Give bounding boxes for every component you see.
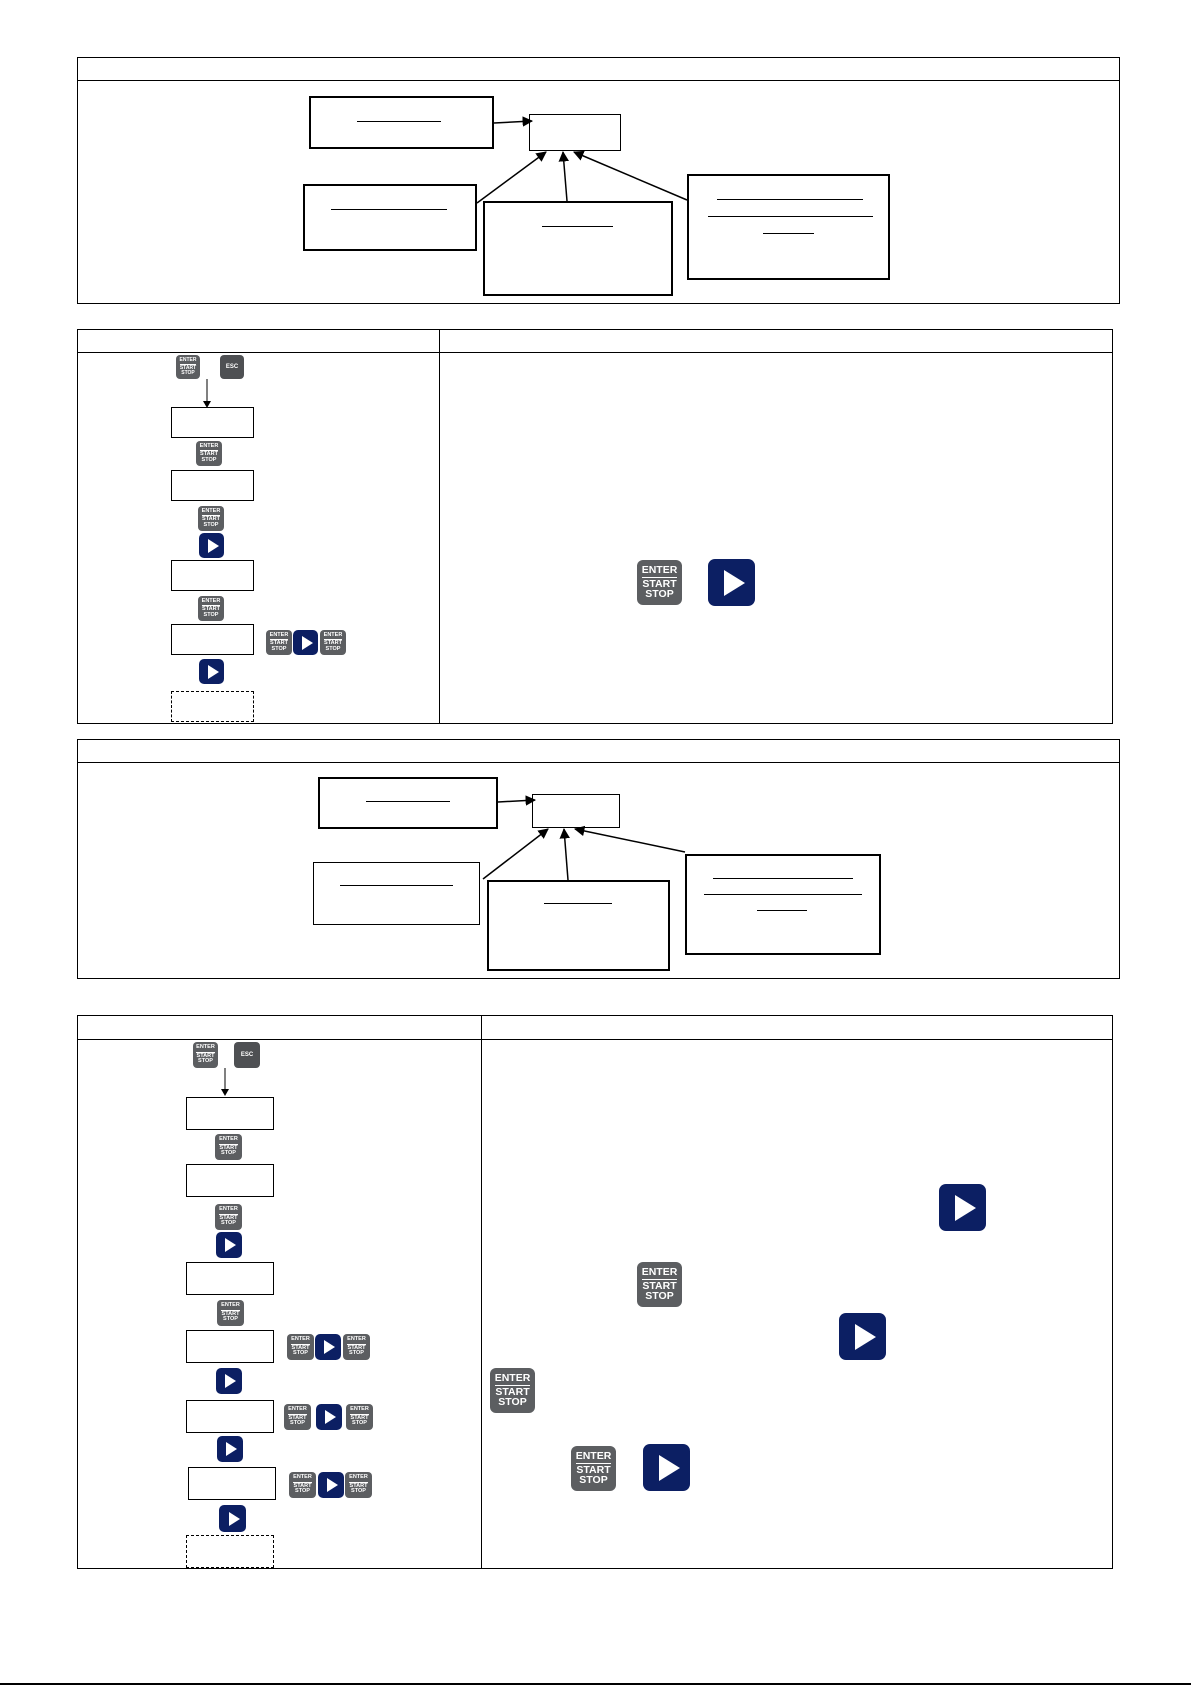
blank-line bbox=[757, 910, 807, 911]
arrow bbox=[558, 150, 570, 202]
blank-line bbox=[331, 209, 447, 210]
play-arrow-icon bbox=[199, 533, 224, 558]
table-1-header-divider bbox=[77, 352, 1113, 353]
arrow bbox=[573, 825, 686, 853]
blank-line bbox=[542, 226, 613, 227]
arrow bbox=[493, 116, 534, 127]
blank-line bbox=[357, 121, 441, 122]
play-arrow-icon bbox=[643, 1444, 690, 1491]
play-arrow-icon bbox=[293, 630, 318, 655]
display-box-pending bbox=[171, 691, 254, 722]
play-arrow-icon bbox=[216, 1368, 242, 1394]
display-box bbox=[186, 1262, 274, 1295]
play-arrow-icon bbox=[316, 1404, 342, 1430]
diagram-panel-2 bbox=[77, 739, 1120, 979]
panel-1-header-divider bbox=[77, 80, 1120, 81]
table-2-header-divider bbox=[77, 1039, 1113, 1040]
table-2-column-divider bbox=[481, 1015, 482, 1569]
play-arrow-icon bbox=[939, 1184, 986, 1231]
play-arrow-icon bbox=[216, 1232, 242, 1258]
flow-arrow bbox=[203, 379, 211, 408]
procedure-table-1 bbox=[77, 329, 1113, 724]
procedure-table-2 bbox=[77, 1015, 1113, 1569]
play-arrow-icon bbox=[318, 1472, 344, 1498]
diagram-panel-1 bbox=[77, 57, 1120, 304]
blank-line bbox=[713, 878, 853, 879]
blank-line bbox=[544, 903, 612, 904]
display-box bbox=[186, 1400, 274, 1433]
diagram-2-arrows bbox=[482, 795, 686, 881]
diagram-1-box-right bbox=[687, 174, 890, 280]
esc-icon: ESC bbox=[220, 355, 244, 379]
display-box bbox=[171, 560, 254, 591]
panel-2-header-divider bbox=[77, 762, 1120, 763]
display-box bbox=[171, 624, 254, 655]
arrow bbox=[497, 795, 537, 806]
diagram-2-box-middle bbox=[487, 880, 670, 971]
diagram-2-box-right bbox=[685, 854, 881, 955]
play-arrow-icon bbox=[839, 1313, 886, 1360]
diagram-1-box-middle bbox=[483, 201, 673, 296]
diagram-1-center-box bbox=[529, 114, 621, 151]
page-bottom-edge bbox=[0, 1683, 1191, 1685]
diagram-1-arrows bbox=[476, 116, 688, 204]
diagram-2-box-top-left bbox=[318, 777, 498, 829]
play-arrow-icon bbox=[315, 1334, 341, 1360]
blank-line bbox=[717, 199, 863, 200]
flow-arrow bbox=[221, 1068, 229, 1096]
play-arrow-icon bbox=[708, 559, 755, 606]
display-box bbox=[171, 470, 254, 501]
diagram-1-box-top-left bbox=[309, 96, 494, 149]
esc-icon: ESC bbox=[234, 1042, 260, 1068]
arrow bbox=[573, 150, 688, 201]
blank-line bbox=[340, 885, 453, 886]
display-box-pending bbox=[186, 1535, 274, 1568]
arrow bbox=[476, 151, 547, 204]
display-box bbox=[186, 1330, 274, 1363]
play-arrow-icon bbox=[219, 1505, 246, 1532]
display-box bbox=[171, 407, 254, 438]
blank-line bbox=[366, 801, 450, 802]
diagram-1-box-left bbox=[303, 184, 477, 251]
play-arrow-icon bbox=[199, 659, 224, 684]
blank-line bbox=[708, 216, 873, 217]
arrow bbox=[482, 828, 549, 880]
diagram-2-box-left bbox=[313, 862, 480, 925]
blank-line bbox=[763, 233, 814, 234]
arrow bbox=[559, 827, 570, 881]
table-1-column-divider bbox=[439, 329, 440, 724]
play-arrow-icon bbox=[217, 1436, 243, 1462]
display-box bbox=[186, 1164, 274, 1197]
blank-line bbox=[704, 894, 862, 895]
display-box bbox=[188, 1467, 276, 1500]
display-box bbox=[186, 1097, 274, 1130]
